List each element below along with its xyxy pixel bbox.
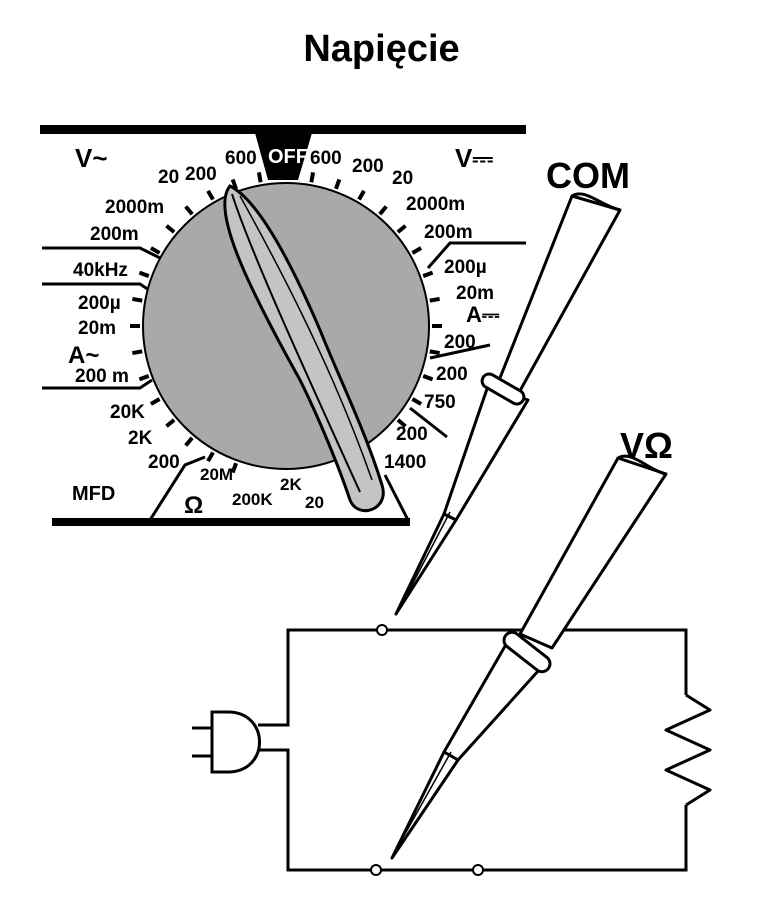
dial-tick	[422, 270, 434, 278]
vohm-probe[interactable]	[390, 454, 668, 860]
dial-ticks	[130, 170, 442, 474]
range-label: 20	[158, 167, 179, 188]
range-label: 200	[396, 424, 428, 445]
dial-tick	[396, 224, 407, 234]
range-label: 750	[424, 392, 456, 413]
dial-tick	[184, 436, 194, 447]
com-label: COM	[546, 155, 630, 196]
range-label: 200µ	[78, 293, 121, 314]
dial-tick	[309, 172, 316, 183]
dial-tick	[149, 246, 161, 255]
panel-bottom-bar	[52, 518, 410, 526]
dial-tick	[165, 224, 176, 234]
vac-symbol: V~	[75, 143, 108, 173]
range-label: MFD	[72, 483, 115, 505]
range-label: 20m	[456, 283, 494, 304]
dial-tick	[396, 418, 407, 428]
plug-icon	[192, 710, 261, 774]
range-label: 200	[352, 156, 384, 177]
range-label: 20	[305, 493, 324, 512]
dial-tick	[256, 172, 263, 183]
dial-tick	[206, 189, 215, 201]
range-label: 200K	[232, 490, 273, 509]
dial-tick	[132, 296, 143, 303]
dial-tick	[357, 189, 366, 201]
circuit-node	[370, 864, 382, 876]
range-label: 600	[225, 148, 257, 169]
vohm-label: VΩ	[620, 425, 673, 466]
ohm-label: Ω	[184, 492, 203, 519]
range-label: 20	[392, 168, 413, 189]
circuit-node	[472, 864, 484, 876]
range-label: 20m	[78, 318, 116, 339]
off-notch	[255, 133, 312, 180]
range-label: 200µ	[444, 257, 487, 278]
range-label: 200 m	[75, 366, 129, 387]
range-label: 2000m	[406, 194, 465, 215]
range-label: 1400	[384, 452, 426, 473]
dial-tick	[206, 451, 215, 463]
dial-tick	[132, 349, 143, 356]
dial-tick	[378, 205, 388, 216]
range-label: A⎓	[466, 302, 500, 327]
com-probe[interactable]	[394, 192, 622, 616]
dial-tick	[138, 270, 150, 278]
range-label: 600	[310, 148, 342, 169]
range-label: 40kHz	[73, 260, 128, 281]
range-label: A~	[68, 342, 99, 369]
range-label: 20M	[200, 465, 233, 484]
selector-knob[interactable]	[223, 184, 385, 513]
off-label: OFF	[268, 146, 308, 168]
range-label: 200	[436, 364, 468, 385]
dial-tick	[138, 374, 150, 382]
dial-tick	[334, 178, 342, 190]
dial-tick	[411, 246, 423, 255]
circuit-wires	[258, 628, 688, 872]
dial-tick	[429, 296, 440, 303]
resistor	[664, 693, 712, 807]
range-label: 200	[148, 452, 180, 473]
vdc-symbol: V⎓	[455, 143, 493, 173]
range-label: 2K	[280, 475, 302, 494]
dial-tick	[429, 349, 440, 356]
dial-tick	[230, 178, 238, 190]
range-label: 200m	[424, 222, 473, 243]
range-label: 200	[185, 164, 217, 185]
range-label: 200m	[90, 224, 139, 245]
circuit-node	[376, 624, 388, 636]
dial-tick	[149, 397, 161, 406]
dial-tick	[165, 418, 176, 428]
range-label: 2000m	[105, 197, 164, 218]
page-title: Napięcie	[303, 28, 460, 70]
dial-tick	[230, 462, 238, 474]
panel-top-bar	[40, 125, 526, 134]
dial-tick	[422, 374, 434, 382]
range-label: 200	[444, 332, 476, 353]
range-label: 20K	[110, 402, 145, 423]
range-label: 2K	[128, 428, 153, 449]
dial-tick	[411, 397, 423, 406]
dial-tick	[184, 205, 194, 216]
